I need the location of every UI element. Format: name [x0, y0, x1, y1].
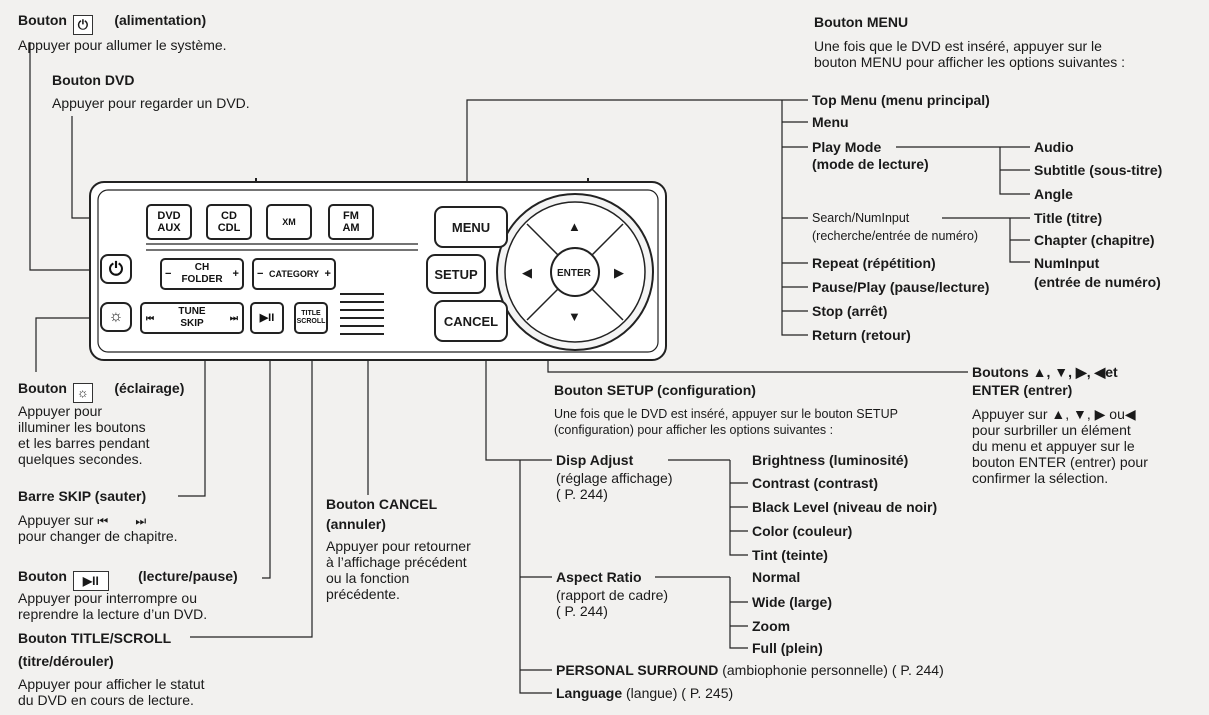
setup-title: Bouton SETUP (configuration) — [554, 382, 756, 398]
play-mode-angle: Angle — [1034, 186, 1073, 202]
power-label: Bouton ⏻ (alimentation) — [18, 12, 206, 35]
aspect-zoom: Zoom — [752, 618, 791, 634]
menu-opt-top-menu: Top Menu (menu principal) — [812, 92, 990, 108]
aspect-full: Full (plein) — [752, 640, 823, 656]
search-chapter: Chapter (chapitre) — [1034, 232, 1155, 248]
menu-opt-play-mode-sub: (mode de lecture) — [812, 156, 929, 172]
xm-button[interactable]: XM — [266, 204, 312, 240]
disp-color: Color (couleur) — [752, 523, 853, 539]
skip-back-icon: ⏮ — [146, 313, 155, 323]
setup-disp-adjust-ref: ( P. 244) — [556, 486, 608, 502]
menu-opt-search-sub: (recherche/entrée de numéro) — [812, 229, 979, 243]
skip-forward-icon: ⏭ — [135, 514, 147, 528]
enter-button[interactable]: ENTER — [557, 268, 591, 279]
aspect-wide: Wide (large) — [752, 594, 832, 610]
setup-aspect-ref: ( P. 244) — [556, 603, 608, 619]
play-pause-icon: ▶II — [72, 571, 109, 591]
dvd-title: Bouton DVD — [52, 72, 135, 88]
right-arrow-button[interactable]: ▶ — [614, 265, 624, 280]
menu-opt-play-mode: Play Mode — [812, 139, 882, 155]
down-arrow-button[interactable]: ▼ — [568, 309, 581, 324]
menu-opt-pause-play: Pause/Play (pause/lecture) — [812, 279, 990, 295]
aspect-normal: Normal — [752, 569, 801, 585]
play-mode-audio: Audio — [1034, 139, 1074, 155]
skip-back-icon: ⏮ — [97, 514, 109, 528]
power-button[interactable]: ⏻ — [100, 254, 132, 284]
play-pause-icon: ▶II — [259, 312, 275, 324]
title-scroll-subtitle: (titre/dérouler) — [18, 653, 114, 669]
menu-opt-repeat: Repeat (répétition) — [812, 255, 936, 271]
up-arrow-button[interactable]: ▲ — [568, 219, 581, 234]
menu-button[interactable]: MENU — [434, 206, 508, 248]
skip-desc-2: pour changer de chapitre. — [18, 528, 178, 544]
sun-icon: ☼ — [72, 383, 93, 403]
menu-opt-menu: Menu — [812, 114, 849, 130]
left-arrow-button[interactable]: ◀ — [522, 265, 532, 280]
play-mode-subtitle: Subtitle (sous-titre) — [1034, 162, 1163, 178]
setup-aspect-sub: (rapport de cadre) — [556, 587, 669, 603]
setup-disp-adjust: Disp Adjust — [556, 452, 634, 468]
setup-button[interactable]: SETUP — [426, 254, 486, 294]
power-desc: Appuyer pour allumer le système. — [18, 37, 227, 53]
play-pause-button[interactable]: ▶II — [250, 302, 284, 334]
skip-forward-icon: ⏭ — [229, 313, 238, 323]
setup-language: Language (langue) ( P. 245) — [556, 685, 734, 701]
disp-tint: Tint (teinte) — [752, 547, 828, 563]
menu-title: Bouton MENU — [814, 14, 909, 30]
menu-opt-return: Return (retour) — [812, 327, 911, 343]
search-numinput: NumInput — [1034, 255, 1100, 271]
light-label: Bouton ☼ (éclairage) — [18, 380, 184, 403]
skip-title: Barre SKIP (sauter) — [18, 488, 147, 504]
setup-disp-adjust-sub: (réglage affichage) — [556, 470, 673, 486]
playpause-label: Bouton ▶II (lecture/pause) — [18, 568, 238, 591]
disp-brightness: Brightness (luminosité) — [752, 452, 909, 468]
search-title: Title (titre) — [1034, 210, 1103, 226]
dvd-desc: Appuyer pour regarder un DVD. — [52, 95, 250, 111]
light-button[interactable]: ☼ — [100, 302, 132, 332]
menu-opt-search: Search/NumInput — [812, 211, 910, 225]
disp-contrast: Contrast (contrast) — [752, 475, 879, 491]
power-icon: ⏻ — [72, 15, 93, 35]
search-numinput-sub: (entrée de numéro) — [1034, 274, 1161, 290]
cancel-button[interactable]: CANCEL — [434, 300, 508, 342]
disp-black-level: Black Level (niveau de noir) — [752, 499, 938, 515]
title-scroll-title: Bouton TITLE/SCROLL — [18, 630, 172, 646]
skip-desc-1: Appuyer sur ⏮ ⏭ — [18, 512, 147, 528]
setup-surround: PERSONAL SURROUND (ambiophonie personnel… — [556, 662, 944, 678]
category-bar[interactable]: −CATEGORY+ — [252, 258, 336, 290]
xm-icon: XM — [282, 217, 296, 227]
setup-aspect: Aspect Ratio — [556, 569, 642, 585]
menu-opt-stop: Stop (arrêt) — [812, 303, 888, 319]
